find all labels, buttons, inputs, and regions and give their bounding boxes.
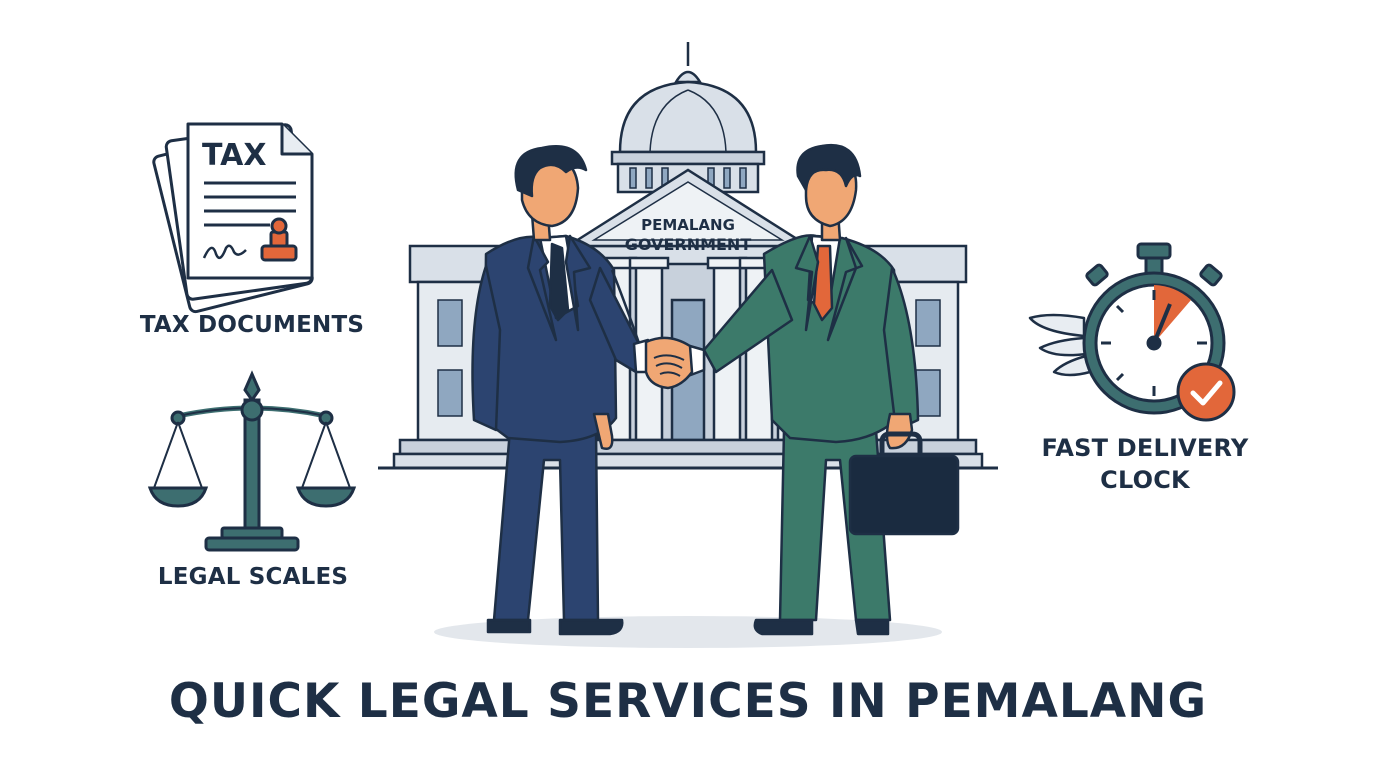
fast-delivery-clock-label: FAST DELIVERY CLOCK: [1041, 434, 1249, 494]
handshake-icon: [632, 336, 706, 390]
legal-scales-label: LEGAL SCALES: [157, 564, 349, 590]
page-title: QUICK LEGAL SERVICES IN PEMALANG: [168, 674, 1208, 729]
businessman-navy-suit: [471, 145, 642, 636]
tax-documents-label: TAX DOCUMENTS: [139, 312, 365, 338]
briefcase-icon: [848, 431, 960, 536]
building-sign-line1: PEMALANG: [641, 216, 735, 234]
legal-scales-icon: [147, 370, 357, 552]
checkmark-icon: [1176, 362, 1236, 422]
wing-icon: [1028, 313, 1092, 377]
tax-document-icon: TAX: [152, 122, 314, 314]
stamp-icon: [260, 217, 298, 262]
tax-doc-heading: TAX: [202, 138, 266, 173]
businessman-green-suit: [702, 143, 920, 636]
building-sign-line2: GOVERNMENT: [625, 235, 752, 254]
